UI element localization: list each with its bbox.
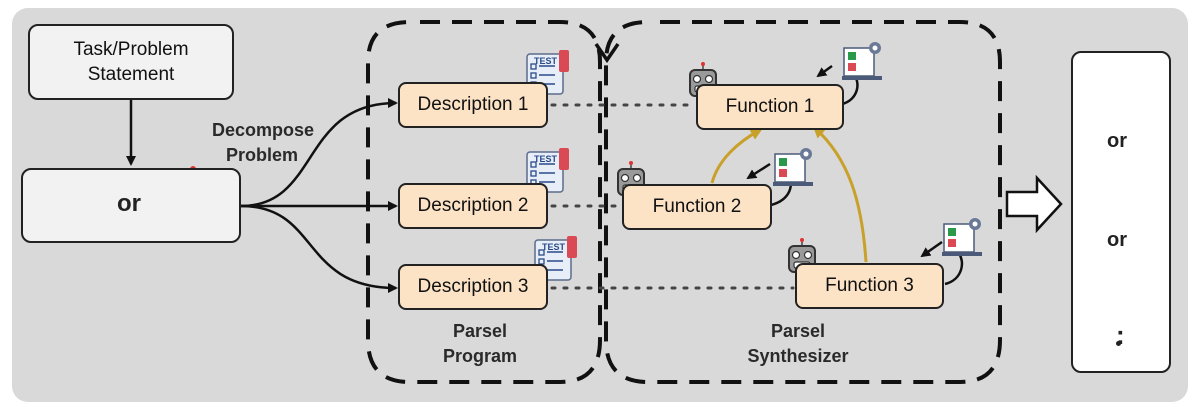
test-runner-icon-2	[773, 148, 813, 186]
description-label-3: Description 3	[417, 276, 529, 297]
dep-arrow-f2-f1	[710, 128, 763, 184]
outputs-or-2: or	[1107, 229, 1127, 251]
parsel-synthesizer-label: Parsel Synthesizer	[738, 319, 858, 369]
parsel-program-line-2: Program	[442, 346, 518, 366]
function-label-3: Function 3	[825, 275, 914, 296]
outputs-box	[1071, 51, 1171, 373]
test-loop-f2-head	[746, 162, 771, 180]
description-box-2: Description 2	[398, 183, 548, 229]
output-arrow	[1005, 174, 1063, 234]
function-label-2: Function 2	[652, 196, 742, 217]
agent-box	[21, 168, 241, 243]
description-box-1: Description 1	[398, 82, 548, 128]
parsel-program-label: Parsel Program	[430, 319, 530, 369]
test-loop-f1-head	[816, 64, 833, 78]
agent-to-desc1-arrow	[240, 98, 398, 208]
outputs-or-1: or	[1107, 130, 1127, 152]
test-badge-3: TEST	[542, 242, 566, 252]
parsel-synth-line-1: Parsel	[770, 321, 826, 341]
test-badge-2: TEST	[534, 154, 558, 164]
function-box-3: Function 3	[795, 263, 944, 309]
parsel-program-line-1: Parsel	[452, 321, 508, 341]
dep-arrow-f3-f1	[812, 125, 868, 263]
decompose-line-2: Problem	[225, 145, 299, 165]
synth-corner-arrow	[594, 43, 620, 64]
test-badge-1: TEST	[534, 56, 558, 66]
agent-or-label: or	[117, 190, 141, 217]
outputs-ellipsis: :	[1116, 320, 1125, 350]
task-problem-statement-box: Task/Problem Statement	[28, 24, 234, 100]
function-box-1: Function 1	[696, 84, 844, 130]
description-box-3: Description 3	[398, 264, 548, 310]
function-label-1: Function 1	[725, 96, 815, 117]
test-doc-icon-2	[526, 148, 569, 193]
task-line-2: Statement	[87, 64, 175, 85]
task-line-1: Task/Problem	[73, 39, 189, 60]
test-runner-icon-1	[842, 42, 882, 80]
decompose-problem-label: Decompose Problem	[212, 118, 315, 168]
description-label-1: Description 1	[417, 94, 529, 115]
decompose-line-1: Decompose	[212, 120, 315, 140]
test-runner-icon-3	[942, 218, 982, 256]
function-box-2: Function 2	[622, 184, 772, 230]
outputs-ellipsis-dot	[1116, 341, 1121, 346]
parsel-synthesizer-group	[604, 20, 1002, 384]
parsel-synth-line-2: Synthesizer	[747, 346, 849, 366]
agent-to-desc3-arrow	[240, 204, 398, 293]
parsel-program-group	[366, 20, 602, 384]
python-label: PYTHON	[1104, 107, 1138, 116]
description-label-2: Description 2	[417, 195, 529, 216]
test-loop-f3-head	[920, 240, 943, 258]
